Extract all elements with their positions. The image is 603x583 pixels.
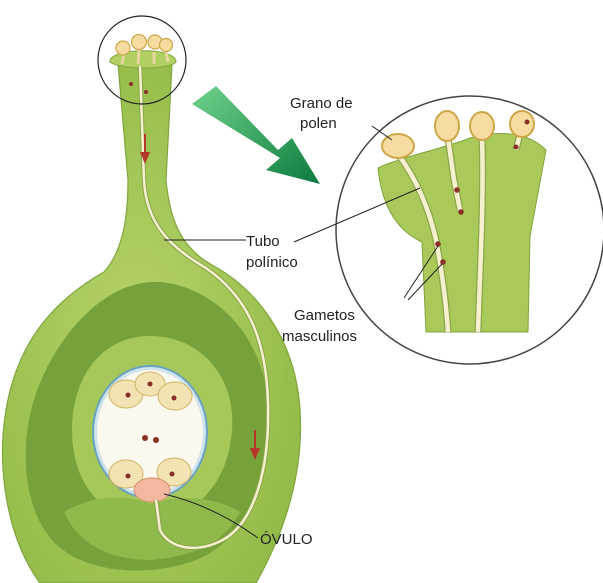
egg-cell	[134, 478, 170, 502]
label-pollen-tube-line2: polínico	[246, 254, 298, 271]
pistil	[3, 16, 301, 583]
label-male-gametes-line1: Gametos	[294, 307, 355, 324]
label-pollen-grain-line1: Grano de	[290, 95, 353, 112]
label-pollen-tube-line1: Tubo	[246, 233, 280, 250]
label-pollen-grain-line2: polen	[300, 115, 337, 132]
label-male-gametes-line2: masculinos	[282, 328, 357, 345]
label-ovule: ÓVULO	[260, 531, 313, 548]
zoom-view	[336, 96, 603, 364]
